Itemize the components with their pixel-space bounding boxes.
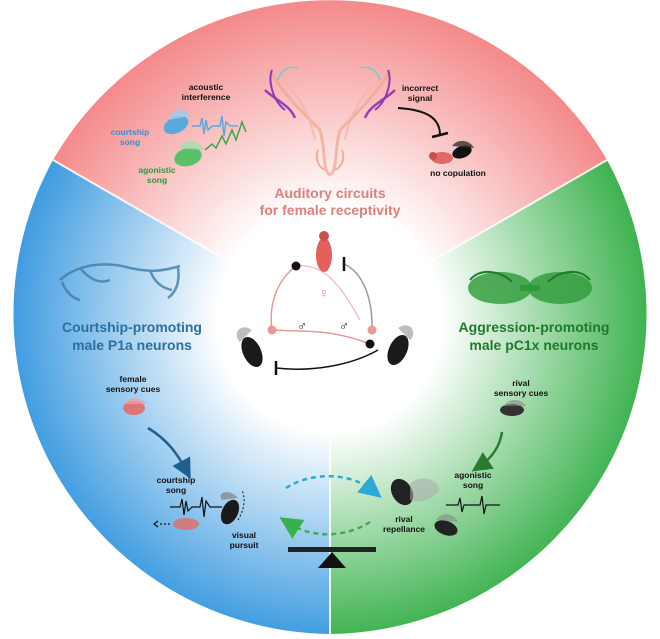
incorrect-signal-inhibit-arrow: [397, 107, 449, 139]
agonistic-song-label-top-2: song: [147, 175, 167, 185]
courtship-song-label-top-1: courtship: [111, 127, 150, 137]
rival-repellance-label-1: rival: [395, 514, 413, 524]
pursuit-flies-icon: [153, 489, 245, 530]
balance-arrow-right: [285, 474, 382, 498]
courtship-waveform-icon: [192, 115, 238, 137]
female-fly-icon: [123, 398, 146, 415]
auditory-neurons-image: [264, 66, 396, 177]
courtship-song-label-left-1: courtship: [157, 475, 196, 485]
courtship-promoting-title-2: male P1a neurons: [72, 337, 192, 353]
rival-repellance-label-2: repellance: [383, 524, 425, 534]
center-right-male-fly-icon: [387, 325, 414, 365]
pc1x-neurons-image: [468, 271, 592, 304]
sector-red: [53, 0, 607, 320]
agonistic-waveform-right-icon: [446, 495, 500, 515]
visual-pursuit-label-1: visual: [232, 530, 256, 540]
center-left-male-fly-icon: [236, 327, 263, 367]
rival-fly-icon: [500, 400, 526, 416]
balance-arrow-left: [279, 517, 371, 539]
center-disc: [230, 205, 430, 405]
auditory-circuits-title-2: for female receptivity: [260, 202, 401, 218]
acoustic-interference-label-2: interference: [182, 92, 231, 102]
agonistic-song-label-right-1: agonistic: [454, 470, 492, 480]
female-sensory-cues-label-2: sensory cues: [106, 384, 161, 394]
no-copulation-label: no copulation: [430, 168, 486, 178]
courtship-song-label-left-2: song: [166, 485, 186, 495]
female-sensory-cues-label-1: female: [120, 374, 147, 384]
male-symbol-right: ♂: [339, 318, 349, 333]
rival-cues-arrow: [471, 431, 504, 472]
agonistic-song-fly-icon: [174, 140, 204, 167]
agonistic-song-label-right-2: song: [463, 480, 483, 490]
seesaw-icon: [288, 547, 376, 568]
center-circuit: ♀ ♂ ♂: [236, 231, 414, 375]
auditory-circuits-title-1: Auditory circuits: [274, 185, 385, 201]
courtship-song-label-top-2: song: [120, 137, 140, 147]
acoustic-interference-label-1: acoustic: [189, 82, 224, 92]
p1a-neurons-image: [59, 263, 181, 302]
agonistic-waveform-icon: [204, 119, 247, 151]
courtship-song-fly-icon: [163, 109, 190, 135]
aggression-promoting-title-2: male pC1x neurons: [469, 337, 598, 353]
agonistic-song-label-top-1: agonistic: [138, 165, 176, 175]
courtship-promoting-title-1: Courtship-promoting: [62, 319, 202, 335]
no-copulation-flies-icon: [429, 140, 474, 164]
female-symbol: ♀: [319, 285, 330, 301]
incorrect-signal-label-2: signal: [408, 93, 433, 103]
visual-pursuit-label-2: pursuit: [230, 540, 259, 550]
male-symbol-left: ♂: [297, 318, 307, 333]
aggression-promoting-title-1: Aggression-promoting: [459, 319, 610, 335]
incorrect-signal-label-1: incorrect: [402, 83, 439, 93]
rival-sensory-cues-label-2: sensory cues: [494, 388, 549, 398]
rival-repellance-flies-icon: [390, 478, 458, 536]
female-cues-arrow: [147, 426, 191, 479]
courtship-waveform-left-icon: [170, 496, 222, 518]
center-female-fly-icon: [316, 231, 332, 272]
rival-sensory-cues-label-1: rival: [512, 378, 530, 388]
